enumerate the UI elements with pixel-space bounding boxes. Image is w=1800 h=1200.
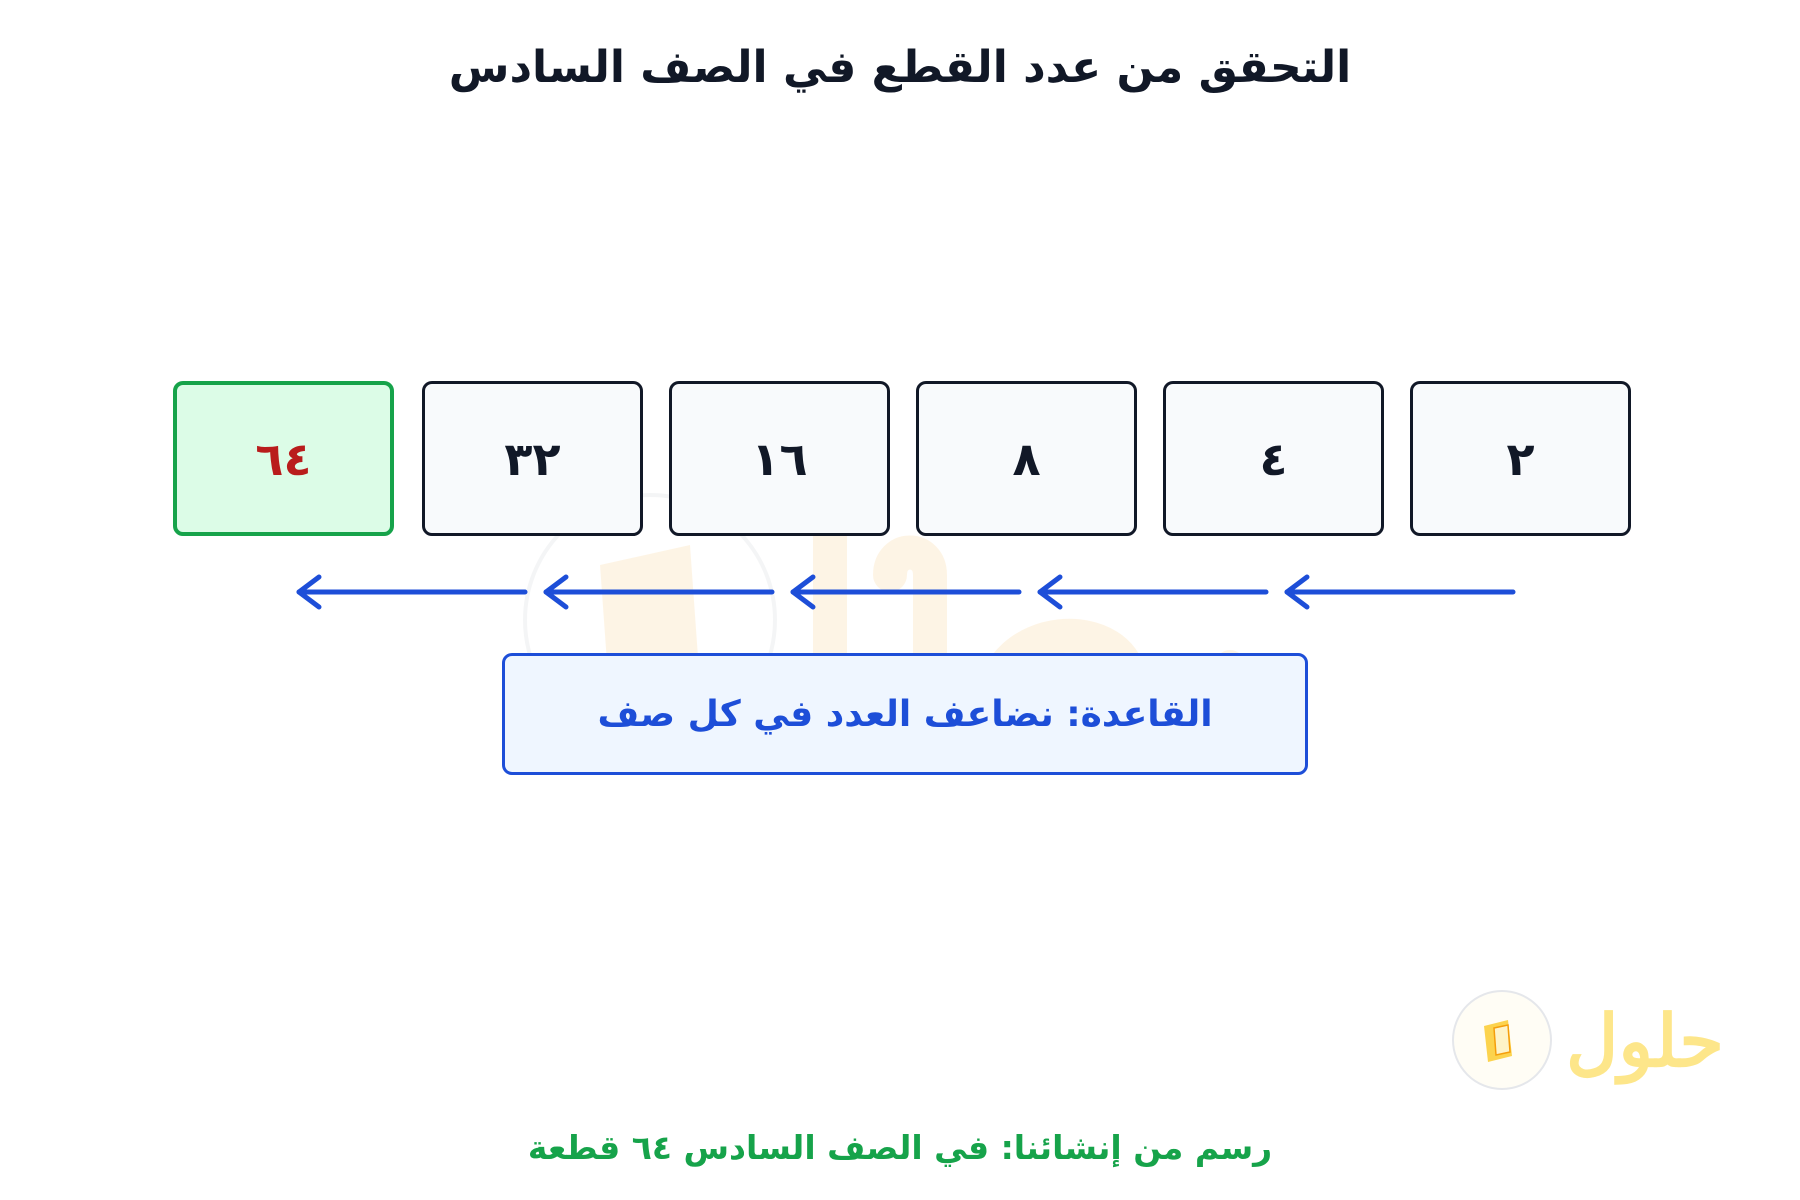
arrow-3 [790,574,1022,610]
footer-caption: رسم من إنشائنا: في الصف السادس ٦٤ قطعة [527,1128,1273,1167]
diagram-title: التحقق من عدد القطع في الصف السادس [448,42,1352,93]
arrow-2 [1037,574,1269,610]
logo-text: حلول [1566,997,1724,1083]
row-cell-5: ٣٢ [422,381,643,536]
book-icon [1452,990,1552,1090]
arrow-1 [1284,574,1516,610]
arrow-5 [296,574,528,610]
rule-box: القاعدة: نضاعف العدد في كل صف [502,653,1308,775]
row-cell-4: ١٦ [669,381,890,536]
row-cell-6-result: ٦٤ [173,381,394,536]
row-cell-3: ٨ [916,381,1137,536]
rule-text: القاعدة: نضاعف العدد في كل صف [597,693,1213,735]
row-cell-2: ٤ [1163,381,1384,536]
doubling-arrows [296,574,1516,610]
row-cell-1: ٢ [1410,381,1631,536]
arrow-4 [543,574,775,610]
brand-logo: حلول [1452,980,1772,1100]
